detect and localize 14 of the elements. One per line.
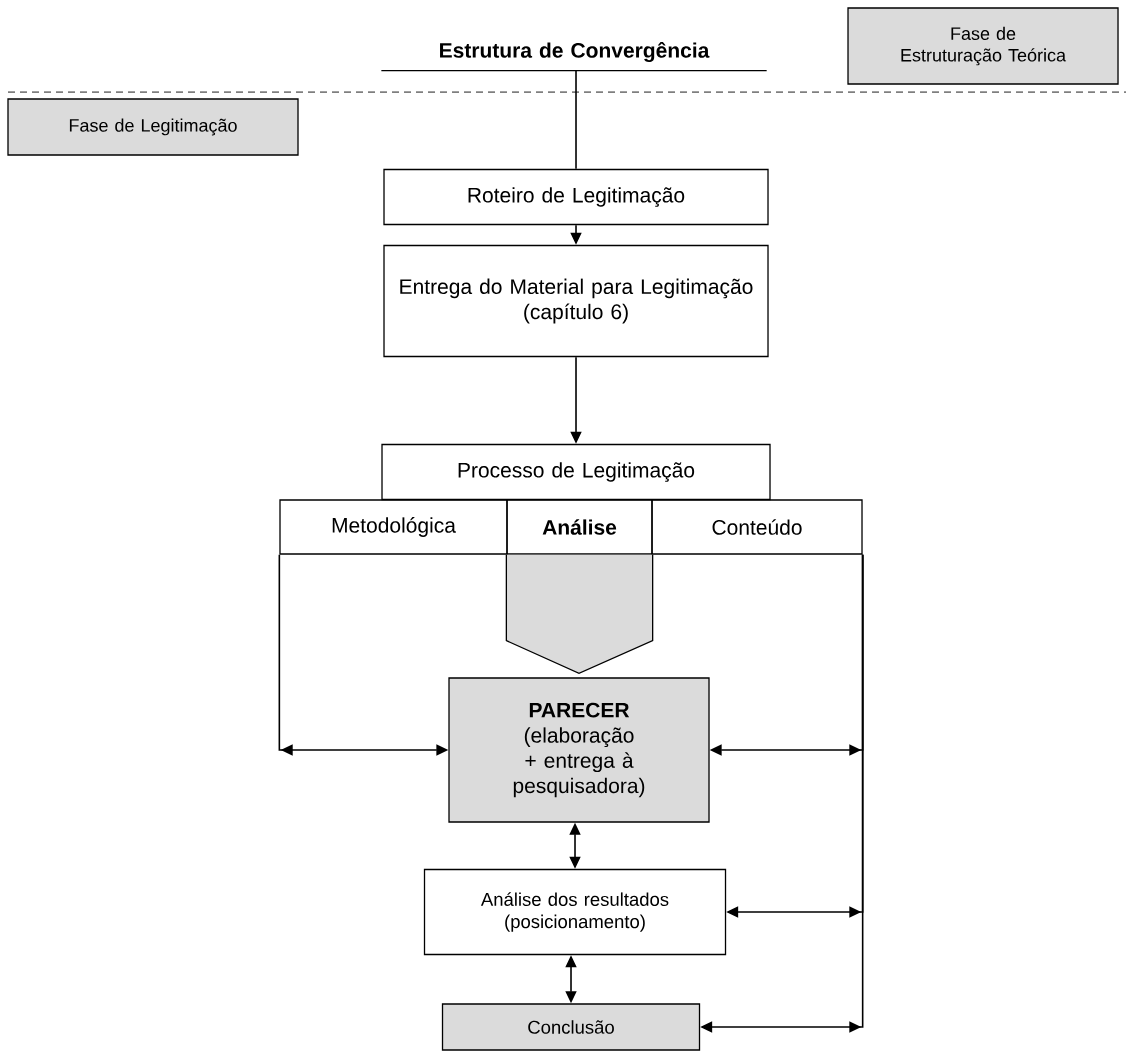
result-box: PARECER (elaboração + entrega à pesquisadora) bbox=[448, 677, 710, 823]
process-box: Análise dos resultados (posicionamento) bbox=[423, 868, 727, 956]
result-box: Conclusão bbox=[441, 1003, 701, 1051]
phase-box: Fase de Estruturação Teórica bbox=[847, 7, 1119, 85]
category-box: Metodológica bbox=[279, 499, 508, 555]
process-box: Processo de Legitimação bbox=[381, 443, 771, 501]
process-box: Roteiro de Legitimação bbox=[383, 168, 769, 226]
process-box: Entrega do Material para Legitimação (capítulo 6) bbox=[383, 244, 769, 358]
connector-line bbox=[575, 69, 577, 170]
category-box: Conteúdo bbox=[651, 499, 863, 555]
phase-box: Fase de Legitimação bbox=[7, 98, 299, 156]
category-box: Análise bbox=[506, 499, 653, 555]
heading-text: Estrutura de Convergência bbox=[380, 41, 768, 72]
block-arrow bbox=[505, 554, 654, 675]
